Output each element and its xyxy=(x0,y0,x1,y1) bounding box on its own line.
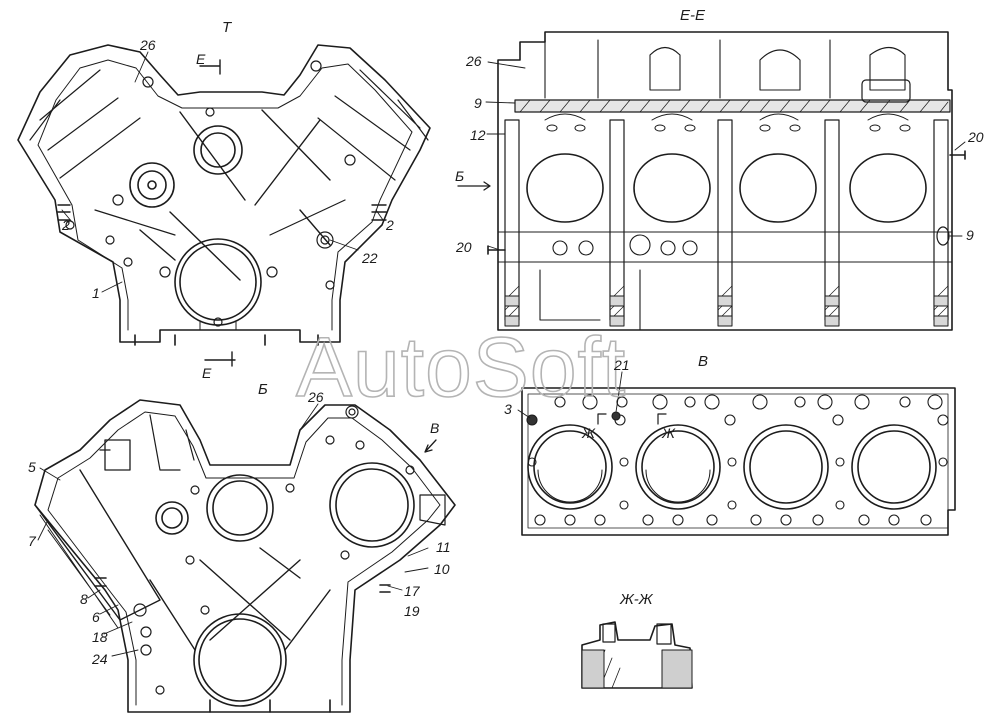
leaders-gasket xyxy=(517,371,623,419)
callout-bl-5: 5 xyxy=(28,459,36,475)
callout-tl-22: 22 xyxy=(361,250,378,266)
callout-tl-2-right: 2 xyxy=(385,217,394,233)
watermark: AutoSoft xyxy=(296,320,626,414)
title-view-v: В xyxy=(698,353,708,370)
arrow-label-b: Б xyxy=(455,168,464,184)
title-section-zh: Ж-Ж xyxy=(619,591,654,608)
title-view-t: Т xyxy=(222,19,233,36)
leaders-top-left xyxy=(61,51,384,293)
gasket-mark-zh-left: Ж xyxy=(581,425,596,441)
view-arrow-v xyxy=(424,439,437,453)
callout-bl-6: 6 xyxy=(92,609,100,625)
callout-bl-10: 10 xyxy=(434,561,450,577)
callout-ee-26: 26 xyxy=(465,53,482,69)
leaders-bottom-left xyxy=(37,403,429,657)
callout-bl-26: 26 xyxy=(307,389,324,405)
callout-tl-2-left: 2 xyxy=(61,217,70,233)
section-ee-block xyxy=(487,31,966,331)
callout-bl-7: 7 xyxy=(28,533,37,549)
section-line-e xyxy=(199,59,236,367)
callout-bl-17: 17 xyxy=(404,583,421,599)
callout-bl-8: 8 xyxy=(80,591,88,607)
leaders-section-ee xyxy=(485,61,966,251)
section-mark-e-top: Е xyxy=(196,51,206,67)
arrow-label-v: В xyxy=(430,420,439,436)
callout-gasket-21: 21 xyxy=(613,357,630,373)
head-gasket xyxy=(521,387,956,536)
callout-labels: 26 2 2 22 1 26 5 7 8 6 18 24 11 10 17 19… xyxy=(28,37,984,667)
callout-ee-12: 12 xyxy=(470,127,486,143)
title-view-b: Б xyxy=(258,381,268,398)
section-zh xyxy=(581,621,693,689)
callout-gasket-3: 3 xyxy=(504,401,512,417)
callout-bl-19: 19 xyxy=(404,603,420,619)
callout-bl-18: 18 xyxy=(92,629,108,645)
callout-ee-20-left: 20 xyxy=(455,239,472,255)
callout-ee-9-right: 9 xyxy=(966,227,974,243)
callout-ee-20-right: 20 xyxy=(967,129,984,145)
front-view-block xyxy=(17,44,431,346)
view-arrow-b xyxy=(457,181,491,191)
gasket-mark-zh-right: Ж xyxy=(661,425,676,441)
callout-tl-1: 1 xyxy=(92,285,100,301)
callout-tl-26: 26 xyxy=(139,37,156,53)
callout-bl-11: 11 xyxy=(436,539,451,555)
callout-bl-24: 24 xyxy=(91,651,108,667)
rear-view-block xyxy=(34,399,456,713)
title-section-ee: Е-Е xyxy=(680,7,706,24)
section-mark-e-bottom: Е xyxy=(202,365,212,381)
callout-ee-9-top: 9 xyxy=(474,95,482,111)
